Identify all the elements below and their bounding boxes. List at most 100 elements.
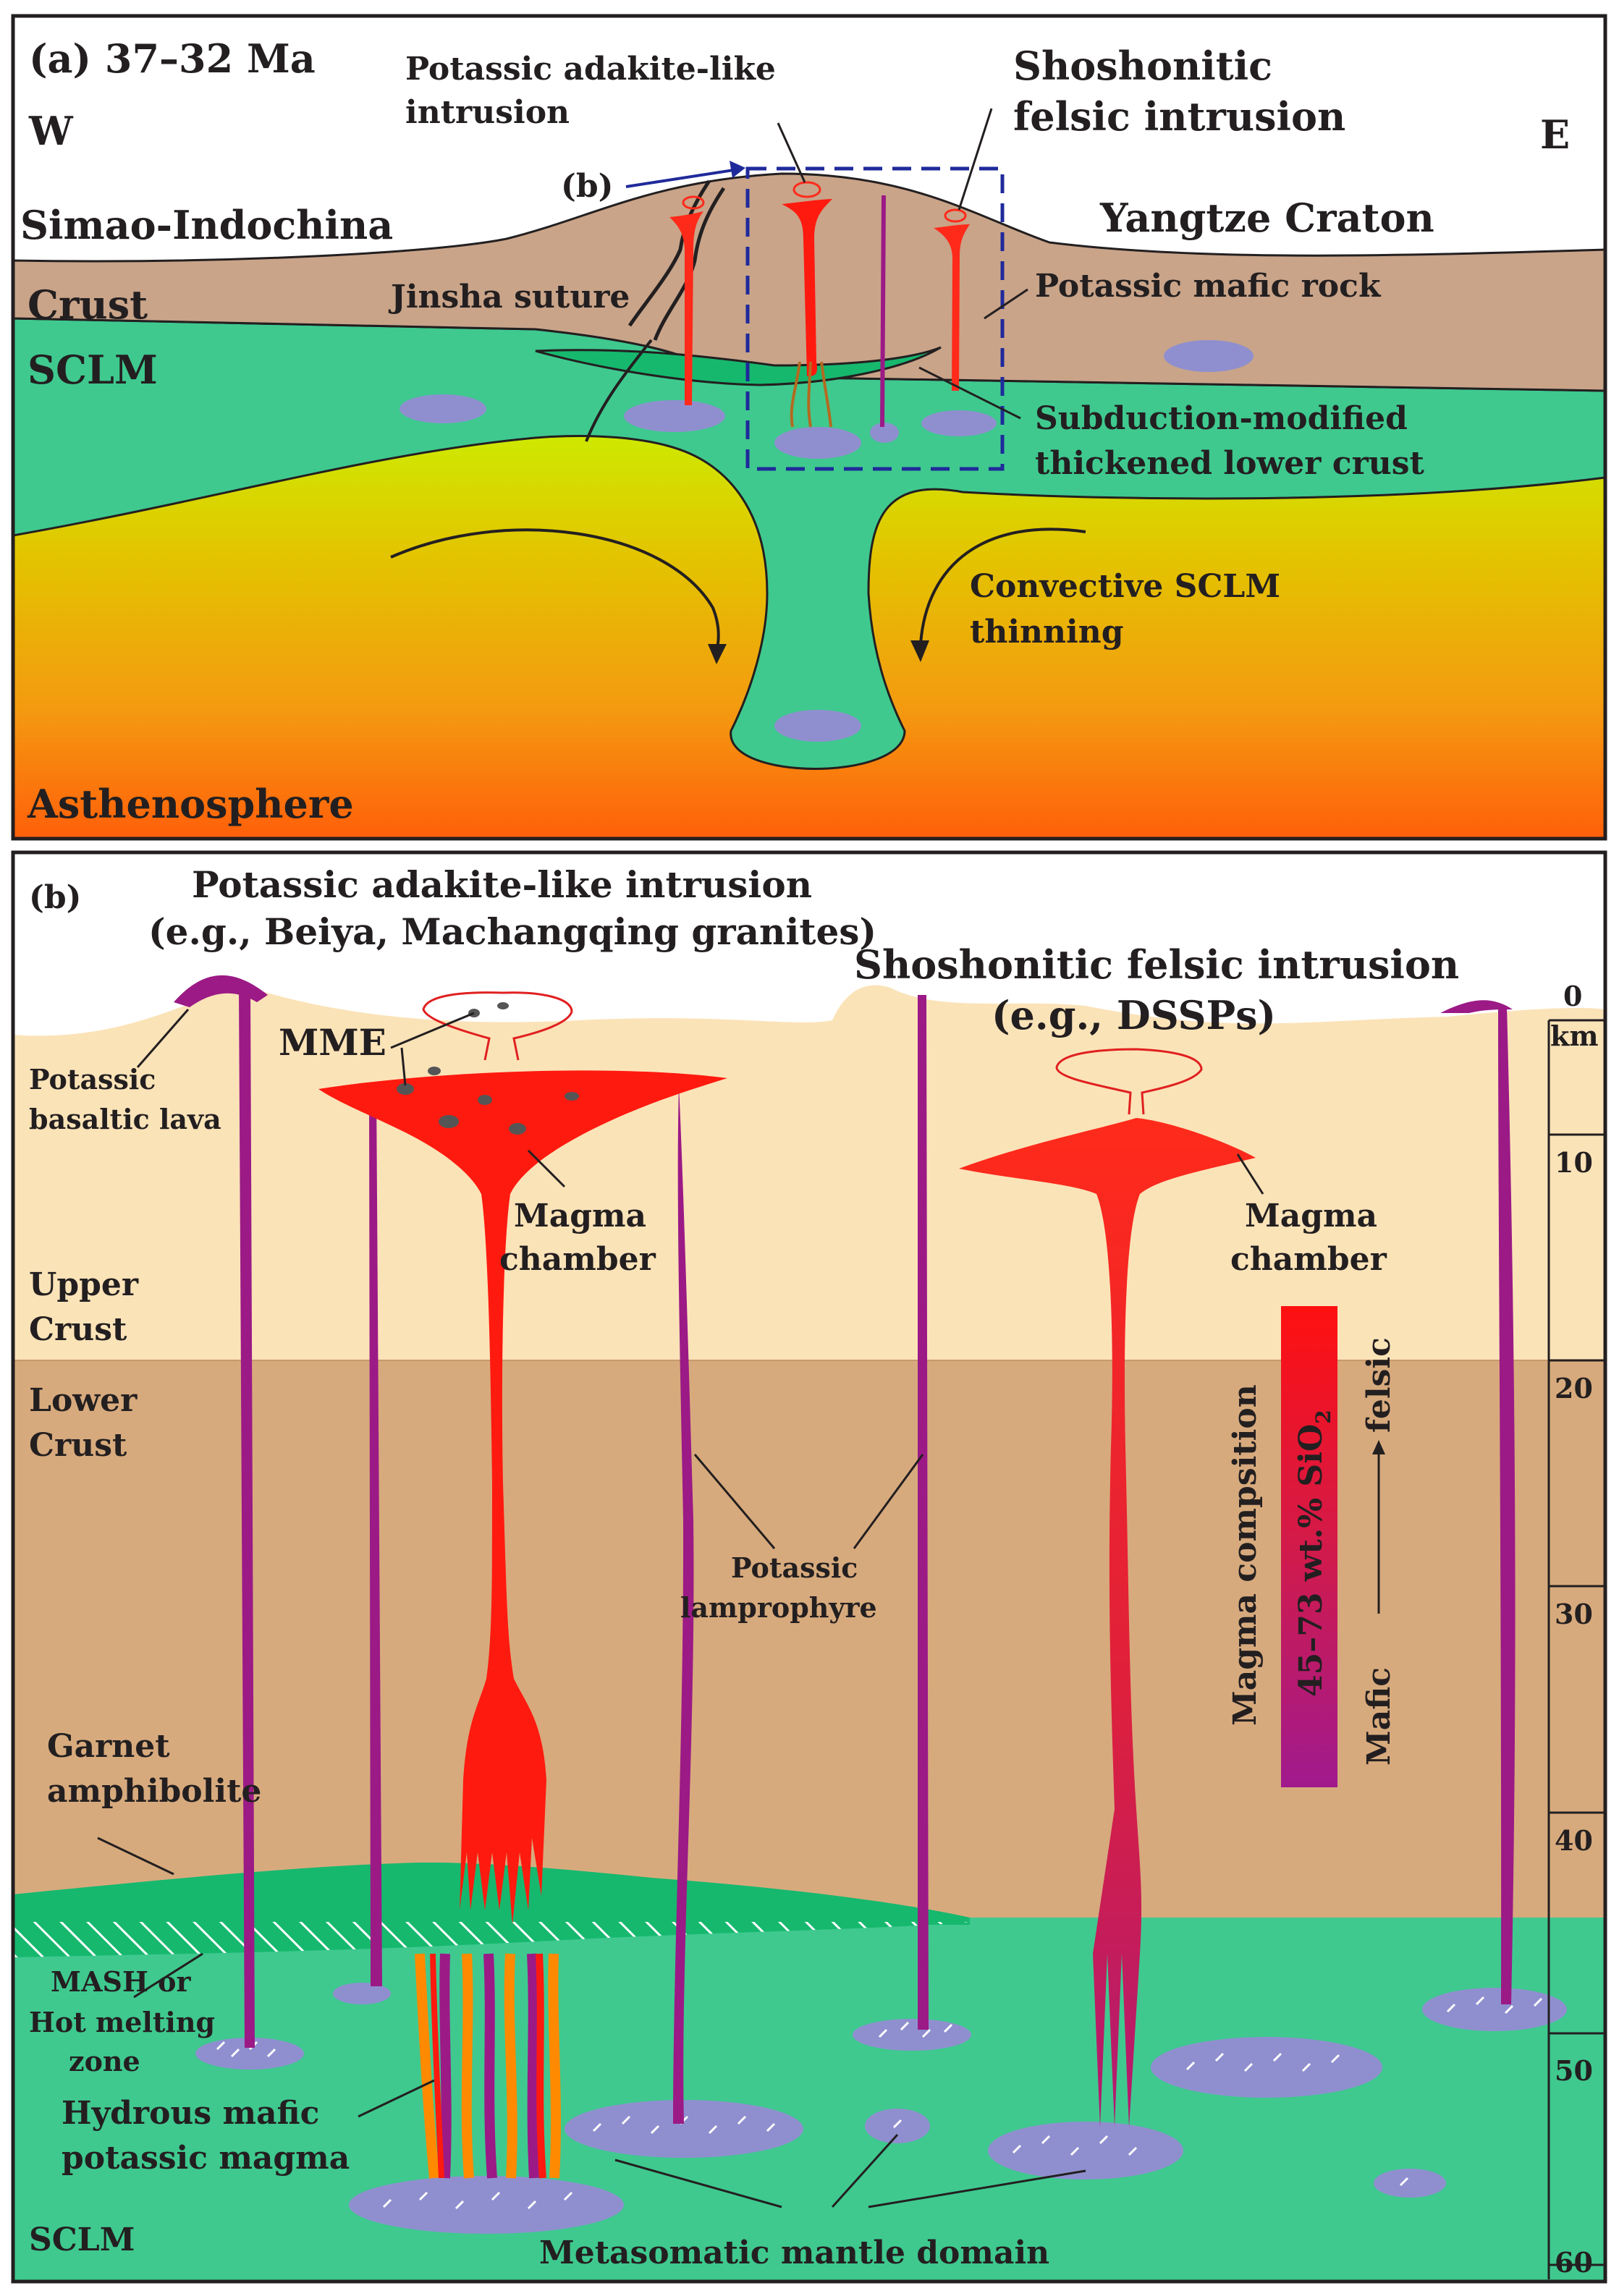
convection-arrow-right bbox=[919, 528, 1086, 645]
lamprophyre-label-1: Potassic bbox=[731, 1551, 858, 1584]
convection-arrow-left bbox=[390, 528, 720, 652]
panel-a-frame bbox=[11, 14, 1607, 841]
lamprophyre-dikes bbox=[174, 975, 1516, 2124]
lower-crust-label-2: Crust bbox=[29, 1427, 127, 1464]
adakite-magma-chamber bbox=[318, 1070, 727, 1925]
b-marker-label: (b) bbox=[561, 168, 613, 205]
convection-arrowhead-right bbox=[910, 640, 929, 662]
leader-shosh-a bbox=[958, 108, 993, 211]
chamber-left-label-1: Magma bbox=[514, 1198, 646, 1234]
metasomatic-domain bbox=[1374, 2169, 1446, 2198]
metasomatic-domain bbox=[865, 2109, 930, 2143]
leader-adakite-a bbox=[777, 122, 806, 183]
mash-label-3: zone bbox=[69, 2045, 140, 2077]
metasomatic-domain bbox=[400, 394, 486, 423]
feeder-roots bbox=[790, 361, 832, 428]
depth-label-50: 50 bbox=[1555, 2054, 1593, 2087]
shosh-label-a-1: Shoshonitic bbox=[1013, 43, 1272, 89]
upper-crust-label-1: Upper bbox=[29, 1266, 139, 1303]
legend-title: Magma compsition bbox=[1227, 1384, 1264, 1726]
metasomatic-domain bbox=[921, 410, 997, 436]
panel-b-location-box bbox=[745, 166, 1005, 471]
metasomatic-label: Metasomatic mantle domain bbox=[539, 2234, 1049, 2271]
hydrous-magma-roots bbox=[415, 1953, 561, 2179]
potassic-mafic-rock-label: Potassic mafic rock bbox=[1035, 268, 1382, 305]
convective-label-1: Convective SCLM bbox=[970, 568, 1280, 605]
depth-label-40: 40 bbox=[1555, 1824, 1593, 1857]
panel-b-domains bbox=[195, 1983, 1567, 2234]
hydrous-label-1: Hydrous mafic bbox=[62, 2095, 319, 2132]
lamprophyre-dike bbox=[1498, 1006, 1516, 2004]
jinsha-suture-label: Jinsha suture bbox=[388, 279, 630, 315]
metasomatic-domain bbox=[853, 2019, 971, 2051]
metasomatic-domain bbox=[195, 2038, 304, 2070]
depth-scale bbox=[1547, 1019, 1605, 2279]
leader-lower-crust-a bbox=[918, 366, 1021, 420]
lamprophyre-dike bbox=[918, 995, 929, 2030]
simao-indochina-label: Simao-Indochina bbox=[20, 202, 393, 248]
metasomatic-domain bbox=[349, 2176, 624, 2234]
metasomatic-domain bbox=[774, 427, 861, 459]
lower-crust-label-a-1: Subduction-modified bbox=[1035, 400, 1408, 437]
shosh-title-1: Shoshonitic felsic intrusion bbox=[854, 941, 1459, 988]
lava-flow-right bbox=[1440, 1000, 1513, 1013]
panel-a-domains bbox=[400, 340, 1254, 742]
chamber-right-label-2: chamber bbox=[1230, 1241, 1387, 1278]
mme-enclaves bbox=[397, 1002, 579, 1135]
mafic-dike-small bbox=[880, 195, 886, 427]
chamber-left-label-2: chamber bbox=[499, 1241, 656, 1278]
domain-tick-marks bbox=[216, 1996, 1543, 2210]
depth-label-20: 20 bbox=[1555, 1372, 1593, 1405]
lamprophyre-dike bbox=[369, 1085, 382, 1986]
jinsha-suture-line bbox=[653, 187, 726, 341]
metasomatic-domain bbox=[1422, 1988, 1567, 2031]
metasomatic-domain bbox=[333, 1983, 391, 2004]
panel-b-label: (b) bbox=[29, 879, 81, 916]
panel-b-leaders bbox=[97, 1009, 1264, 2208]
slab-line bbox=[585, 339, 653, 442]
yangtze-craton-label: Yangtze Craton bbox=[1099, 195, 1434, 241]
panel-a-intrusions bbox=[669, 181, 970, 428]
depth-label-0: 0 bbox=[1563, 980, 1582, 1012]
sclm-label-a: SCLM bbox=[28, 347, 158, 393]
adakite-title-1: Potassic adakite-like intrusion bbox=[192, 863, 812, 906]
shosh-title-2: (e.g., DSSPs) bbox=[992, 992, 1276, 1038]
mash-label-2: Hot melting bbox=[29, 2006, 215, 2038]
chamber-right-label-1: Magma bbox=[1245, 1198, 1377, 1234]
leader-mafic-a bbox=[984, 288, 1028, 320]
sclm-layer-a bbox=[13, 317, 1605, 770]
adakite-label-a-1: Potassic adakite-like bbox=[405, 51, 776, 88]
east-label: E bbox=[1540, 111, 1570, 158]
jinsha-suture-line-2 bbox=[627, 179, 711, 327]
lower-crust-label-a-2: thickened lower crust bbox=[1035, 445, 1425, 482]
legend-range-main: 45–73 wt.% SiO bbox=[1293, 1424, 1330, 1697]
metasomatic-domain bbox=[870, 423, 899, 443]
garnet-label-2: amphibolite bbox=[47, 1773, 261, 1810]
b-marker-arrow bbox=[625, 168, 739, 188]
metasomatic-domain bbox=[1151, 2037, 1382, 2098]
convection-arrowhead-left bbox=[708, 644, 727, 664]
vent bbox=[944, 208, 967, 223]
legend-mafic: Mafic bbox=[1361, 1667, 1398, 1766]
lava-label-1: Potassic bbox=[29, 1063, 156, 1096]
mme-label: MME bbox=[279, 1021, 386, 1064]
vent-left bbox=[422, 991, 573, 1061]
lamprophyre-label-2: lamprophyre bbox=[680, 1591, 877, 1624]
upper-crust-layer bbox=[13, 984, 1605, 1360]
convective-label-2: thinning bbox=[970, 614, 1123, 651]
adakite-intrusion-small-center bbox=[782, 199, 832, 376]
vent bbox=[682, 195, 705, 210]
adakite-title-2: (e.g., Beiya, Machangqing granites) bbox=[148, 910, 876, 953]
panel-a: (a) 37–32 Ma W E Simao-Indochina Yangtze… bbox=[11, 14, 1607, 841]
shosh-label-a-2: felsic intrusion bbox=[1013, 93, 1345, 140]
depth-unit-label: km bbox=[1550, 1020, 1599, 1052]
legend-arrowhead bbox=[1372, 1440, 1385, 1454]
metasomatic-domain bbox=[774, 710, 861, 742]
adakite-label-a-2: intrusion bbox=[405, 94, 570, 131]
adakite-intrusion-small bbox=[669, 211, 703, 405]
legend-range: 45–73 wt.% SiO2 bbox=[1293, 1410, 1335, 1697]
crust-label-a: Crust bbox=[28, 281, 148, 328]
panel-b-frame bbox=[11, 850, 1607, 2284]
